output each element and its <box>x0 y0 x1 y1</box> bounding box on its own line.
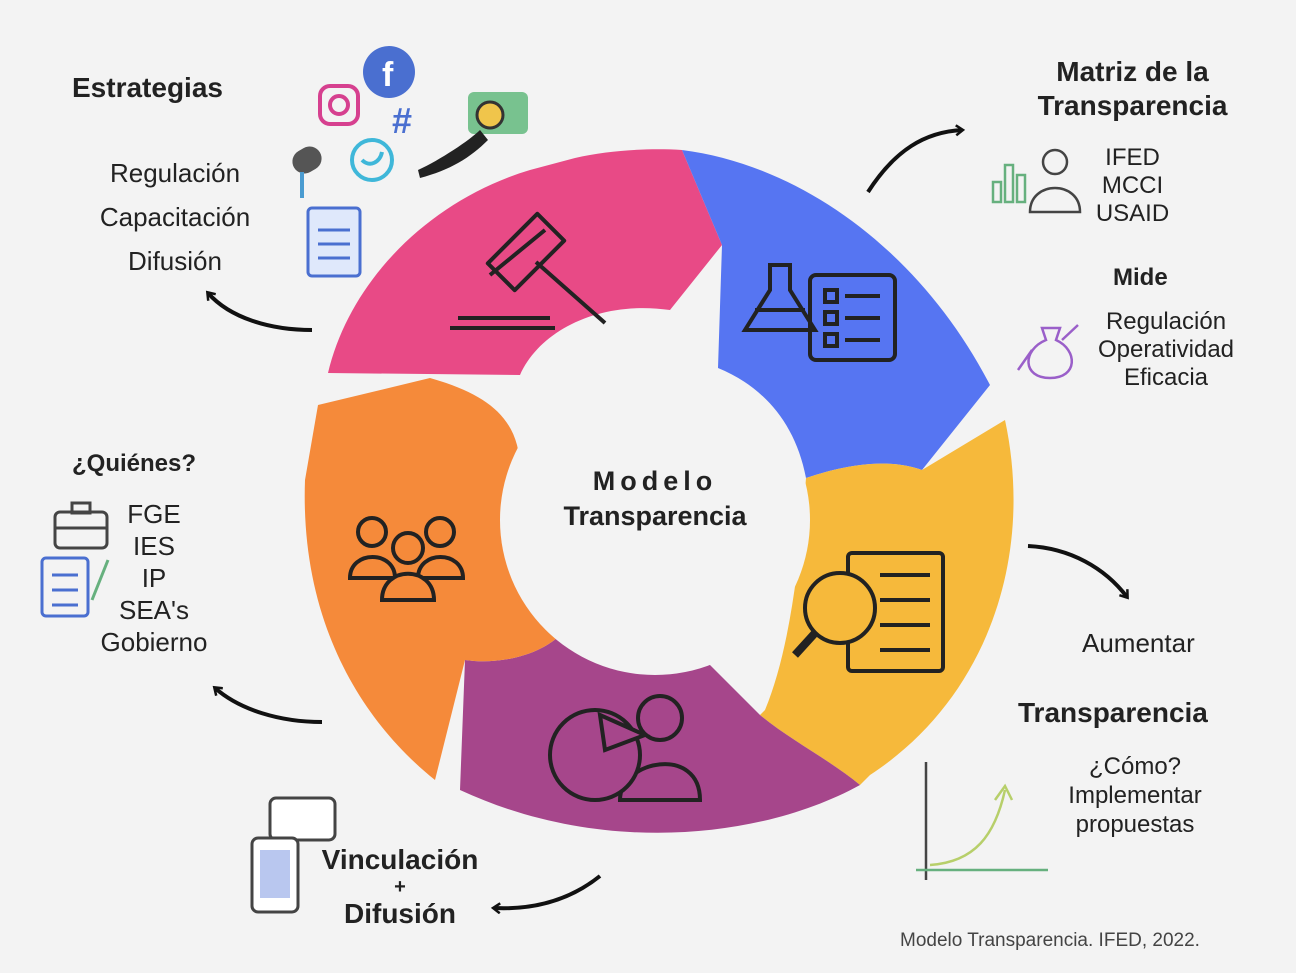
como-list: ¿Cómo? Implementar propuestas <box>1040 752 1230 839</box>
como-item: propuestas <box>1075 811 1195 838</box>
microphone-icon <box>292 146 322 198</box>
quienes-item: IES <box>133 531 175 561</box>
vinculacion-line3: Difusión <box>344 898 456 929</box>
money-bag-icon <box>1016 324 1079 380</box>
aumentar-label: Aumentar <box>1082 628 1195 658</box>
vinculacion-label: Vinculación + Difusión <box>300 844 500 930</box>
matriz-item: IFED <box>1105 144 1160 171</box>
estrategias-item: Capacitación <box>99 202 251 232</box>
arrow-quienes <box>215 688 323 724</box>
center-label: Modelo Transparencia <box>520 466 790 532</box>
svg-text:f: f <box>382 56 394 94</box>
mide-item: Eficacia <box>1123 364 1209 391</box>
facebook-icon: f <box>363 46 415 98</box>
twitter-icon <box>350 138 394 182</box>
briefcase-icon <box>53 501 109 550</box>
matriz-title-line1: Matriz de la <box>1056 56 1209 87</box>
center-label-line2: Transparencia <box>563 501 747 531</box>
matriz-list: IFED MCCI USAID <box>1080 144 1185 228</box>
book-icon <box>306 206 362 278</box>
vinculacion-line2: + <box>394 876 406 898</box>
transparencia-title: Transparencia <box>1018 697 1208 728</box>
instagram-icon <box>318 84 360 126</box>
estrategias-title: Estrategias <box>72 72 223 103</box>
segment-estrategias <box>328 149 722 375</box>
mide-item: Regulación <box>1105 308 1227 335</box>
people-group-icon <box>347 516 466 602</box>
phone-chat-icon <box>250 796 337 914</box>
matriz-title: Matriz de la Transparencia <box>1000 55 1265 123</box>
arrow-matriz <box>866 130 962 194</box>
estrategias-list: Regulación Capacitación Difusión <box>70 158 280 290</box>
center-circle <box>500 365 810 675</box>
camera-icon <box>418 92 528 178</box>
como-item: Implementar <box>1068 782 1202 809</box>
center-label-line1: Modelo <box>592 466 718 496</box>
lab-checklist-icon <box>741 263 897 362</box>
quienes-item: FGE <box>127 499 181 529</box>
bar-chart-person-icon <box>991 148 1082 214</box>
estrategias-item: Regulación <box>109 158 241 188</box>
figure-caption: Modelo Transparencia. IFED, 2022. <box>900 930 1200 951</box>
vinculacion-line1: Vinculación <box>321 844 479 875</box>
quienes-item: SEA's <box>119 595 189 625</box>
arrow-estrategias <box>208 293 313 332</box>
quienes-list: FGE IES IP SEA's Gobierno <box>80 498 228 658</box>
arrow-aumentar <box>1027 544 1127 597</box>
arrow-vinculacion <box>494 874 602 908</box>
quienes-item: IP <box>141 563 167 593</box>
hashtag-icon: # <box>392 100 412 141</box>
checklist-icon <box>40 556 110 618</box>
growth-chart-icon <box>916 762 1048 880</box>
como-item: ¿Cómo? <box>1088 753 1182 780</box>
mide-item: Operatividad <box>1097 336 1235 363</box>
matriz-title-line2: Transparencia <box>1037 90 1228 121</box>
segment-aumentar <box>760 420 1014 785</box>
estrategias-item: Difusión <box>128 246 222 276</box>
pie-chart-person-icon <box>548 694 703 802</box>
mide-list: Regulación Operatividad Eficacia <box>1076 308 1256 392</box>
document-search-icon <box>792 551 945 673</box>
matriz-item: MCCI <box>1101 172 1164 199</box>
quienes-title: ¿Quiénes? <box>72 450 197 477</box>
matriz-item: USAID <box>1095 200 1170 227</box>
mide-title: Mide <box>1113 264 1168 291</box>
gavel-icon <box>450 211 607 330</box>
quienes-item: Gobierno <box>100 627 208 657</box>
